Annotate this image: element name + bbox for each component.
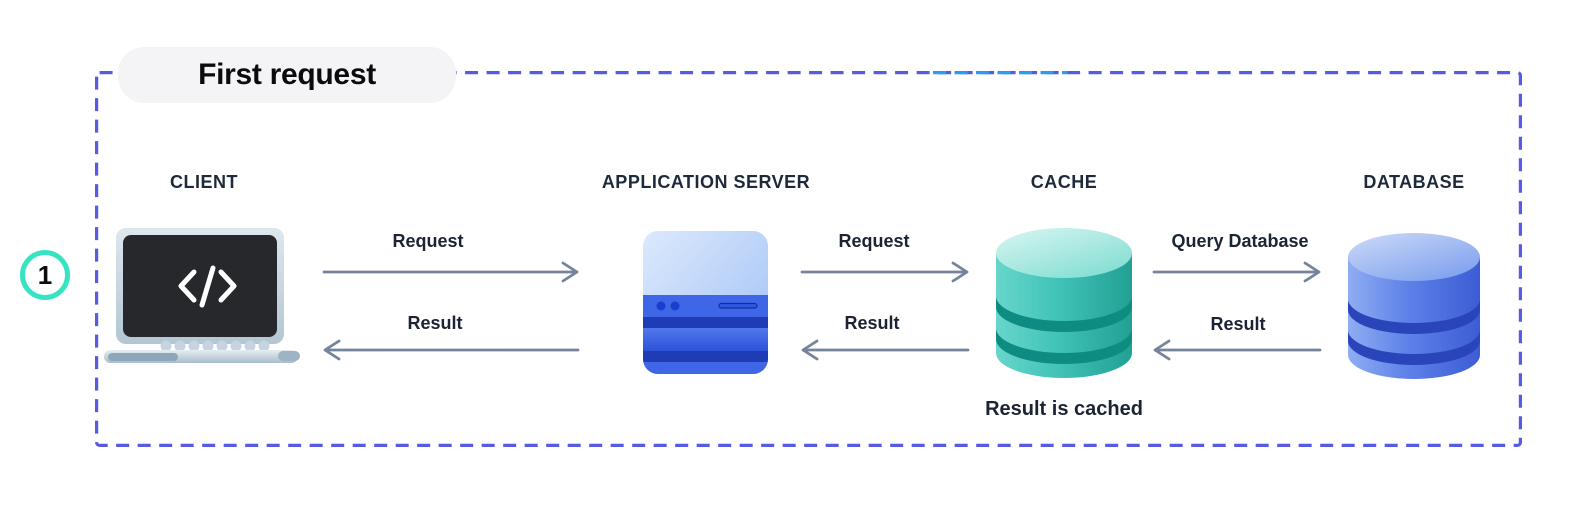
arrow-label-result-1: Result	[407, 313, 463, 333]
cache-caption: Result is cached	[985, 398, 1143, 420]
server-icon	[643, 231, 768, 374]
step-number: 1	[37, 259, 53, 290]
node-label-client: CLIENT	[170, 172, 238, 192]
database-cylinder-icon	[1346, 231, 1482, 381]
arrow-database-to-cache	[1152, 337, 1322, 363]
stage-title: First request	[198, 58, 376, 91]
arrow-server-to-client	[322, 337, 580, 363]
node-label-application-server: APPLICATION SERVER	[601, 172, 811, 192]
arrow-label-result-3: Result	[1210, 314, 1266, 334]
node-label-database: DATABASE	[1363, 172, 1465, 192]
arrow-server-to-cache	[800, 259, 970, 285]
step-number-badge: 1	[20, 250, 70, 300]
arrow-label-query-database: Query Database	[1171, 231, 1309, 251]
arrow-cache-to-server	[800, 337, 970, 363]
dashed-stage-border	[95, 71, 1522, 447]
arrow-label-request-1: Request	[392, 231, 464, 251]
cache-cylinder-icon	[994, 226, 1134, 380]
arrow-cache-to-database	[1152, 259, 1322, 285]
arrow-label-result-2: Result	[844, 313, 900, 333]
arrow-label-request-2: Request	[838, 231, 910, 251]
laptop-code-icon	[102, 226, 302, 366]
stage-title-pill: First request	[118, 47, 456, 103]
node-label-cache: CACHE	[1030, 172, 1098, 192]
arrow-client-to-server	[322, 259, 580, 285]
